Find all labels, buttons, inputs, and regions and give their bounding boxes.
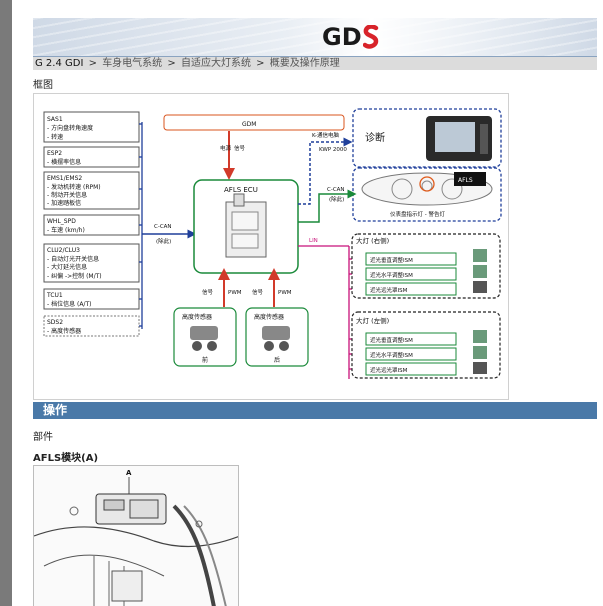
- svg-text:ESP2: ESP2: [47, 150, 62, 157]
- svg-text:近光远光罩ISM: 近光远光罩ISM: [370, 366, 408, 374]
- svg-text:高度传感器: 高度传感器: [182, 313, 212, 321]
- svg-text:SAS1: SAS1: [47, 116, 63, 123]
- svg-text:近光水平调整ISM: 近光水平调整ISM: [370, 351, 413, 359]
- input-box-clu: CLU2/CLU3 - 自动灯光开关信息 - 大灯延光信息 - 纠偏 ->控制 …: [43, 243, 140, 283]
- svg-text:近光垂直调整ISM: 近光垂直调整ISM: [370, 336, 413, 344]
- svg-text:(除此): (除此): [329, 195, 344, 203]
- svg-text:- 自动灯光开关信息: - 自动灯光开关信息: [47, 255, 99, 263]
- block-diagram-heading: 框图: [33, 80, 53, 91]
- svg-text:诊断: 诊断: [365, 131, 385, 144]
- svg-text:仪表盘指示灯 - 警告灯: 仪表盘指示灯 - 警告灯: [390, 210, 445, 218]
- svg-text:GDM: GDM: [242, 121, 256, 128]
- gdm-box: [163, 114, 345, 131]
- height-sensor-rear: 高度传感器 后: [245, 307, 309, 367]
- svg-text:前: 前: [202, 356, 208, 364]
- svg-text:C-CAN: C-CAN: [327, 187, 345, 193]
- svg-text:近光水平调整ISM: 近光水平调整ISM: [370, 271, 413, 279]
- svg-text:- 转速: - 转速: [47, 133, 63, 141]
- svg-text:信号: 信号: [252, 288, 264, 296]
- svg-text:信号: 信号: [234, 144, 246, 152]
- input-box-sas1: SAS1 - 方向盘转角速度 - 转速: [43, 111, 140, 143]
- svg-text:- 制动开关信息: - 制动开关信息: [47, 191, 87, 199]
- input-box-tcu1: TCU1 - 档位信息 (A/T): [43, 288, 140, 310]
- svg-text:- 高度传感器: - 高度传感器: [47, 327, 81, 335]
- svg-text:- 档位信息 (A/T): - 档位信息 (A/T): [47, 300, 91, 308]
- svg-text:A: A: [126, 469, 132, 477]
- svg-text:近光远光罩ISM: 近光远光罩ISM: [370, 286, 408, 294]
- svg-text:SDS2: SDS2: [47, 319, 63, 326]
- svg-text:WHL_SPD: WHL_SPD: [47, 218, 76, 225]
- svg-text:PWM: PWM: [278, 290, 292, 296]
- svg-text:- 加速踏板信: - 加速踏板信: [47, 199, 81, 207]
- svg-text:大灯 (左侧): 大灯 (左侧): [356, 316, 389, 325]
- svg-text:LIN: LIN: [309, 238, 318, 244]
- svg-text:KWP 2000: KWP 2000: [319, 147, 347, 153]
- afls-module-photo: A: [33, 465, 239, 606]
- svg-text:- 纠偏 ->控制 (M/T): - 纠偏 ->控制 (M/T): [47, 272, 102, 280]
- headlamp-right-box: [351, 233, 501, 299]
- left-edge-strip: [0, 0, 12, 606]
- svg-text:- 方向盘转角速度: - 方向盘转角速度: [47, 124, 93, 132]
- svg-text:EMS1/EMS2: EMS1/EMS2: [47, 175, 82, 182]
- afls-module-heading: AFLS模块(A): [33, 453, 99, 464]
- breadcrumb-link-overview[interactable]: 概要及操作原理: [269, 58, 340, 69]
- svg-text:C-CAN: C-CAN: [154, 224, 172, 230]
- height-sensor-front: 高度传感器 前: [173, 307, 237, 367]
- svg-text:PWM: PWM: [228, 290, 242, 296]
- input-box-sds2: SDS2 - 高度传感器: [43, 315, 140, 337]
- svg-text:高度传感器: 高度传感器: [254, 313, 284, 321]
- svg-text:K-通信电脑: K-通信电脑: [312, 131, 340, 139]
- logo-s-mark: [362, 25, 378, 49]
- input-box-ems: EMS1/EMS2 - 发动机转速 (RPM) - 制动开关信息 - 加速踏板信: [43, 171, 140, 210]
- svg-text:- 横摆率信息: - 横摆率信息: [47, 158, 81, 166]
- input-box-esp2: ESP2 - 横摆率信息: [43, 146, 140, 168]
- breadcrumb-link-afls[interactable]: 自适应大灯系统: [180, 58, 251, 69]
- svg-text:CLU2/CLU3: CLU2/CLU3: [47, 247, 80, 254]
- afls-block-diagram: SAS1 - 方向盘转角速度 - 转速 ESP2 - 横摆率信息 EMS1/EM…: [33, 93, 509, 400]
- operation-section-bar: 操作: [33, 402, 597, 419]
- breadcrumb-link-body-electrical[interactable]: 车身电气系统: [102, 58, 163, 69]
- input-box-whl-spd: WHL_SPD - 车速 (km/h): [43, 214, 140, 236]
- svg-text:AFLS ECU: AFLS ECU: [224, 186, 258, 194]
- svg-text:TCU1: TCU1: [46, 292, 63, 299]
- parts-heading: 部件: [33, 432, 53, 443]
- breadcrumb-root[interactable]: G 2.4 GDI: [35, 58, 84, 69]
- svg-text:信号: 信号: [202, 288, 214, 296]
- svg-text:AFLS: AFLS: [458, 177, 473, 184]
- breadcrumb: G 2.4 GDI > 车身电气系统 > 自适应大灯系统 > 概要及操作原理: [33, 57, 597, 70]
- svg-text:电源: 电源: [220, 144, 232, 152]
- svg-text:近光垂直调整ISM: 近光垂直调整ISM: [370, 256, 413, 264]
- svg-text:- 发动机转速 (RPM): - 发动机转速 (RPM): [47, 183, 101, 191]
- svg-text:大灯 (右侧): 大灯 (右侧): [356, 236, 389, 245]
- svg-text:- 车速 (km/h): - 车速 (km/h): [47, 226, 85, 234]
- svg-text:(除此): (除此): [156, 237, 171, 245]
- svg-text:- 大灯延光信息: - 大灯延光信息: [47, 263, 87, 271]
- svg-text:后: 后: [274, 356, 280, 364]
